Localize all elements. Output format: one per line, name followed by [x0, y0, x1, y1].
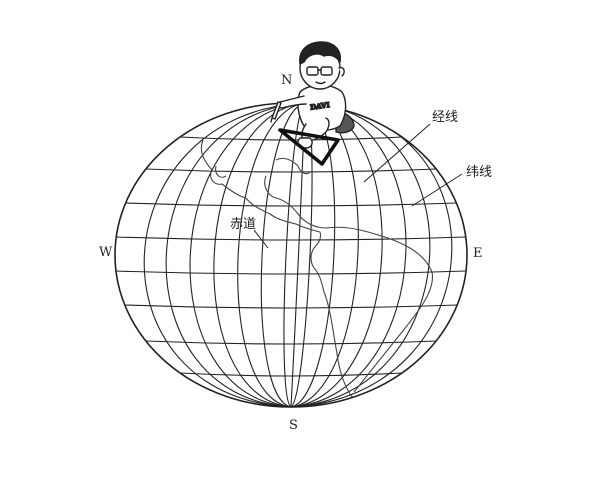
parallel-line: [145, 340, 437, 345]
globe-grid: [115, 103, 467, 407]
parallel-line: [145, 168, 437, 173]
meridian-line: [290, 103, 431, 407]
boy-hair: [299, 41, 341, 65]
east-label: E: [473, 246, 483, 261]
parallel-line: [116, 236, 466, 241]
shirt-text: DAVI: [310, 100, 331, 112]
meridian-line: [290, 103, 407, 407]
north-america-outline: [200, 139, 373, 407]
south-label: S: [289, 418, 298, 433]
boy-ear: [338, 66, 345, 77]
meridian-line: [290, 103, 453, 407]
parallel-line: [124, 304, 458, 309]
pencil-tip: [270, 117, 273, 123]
equator-leader-line: [253, 229, 269, 249]
meridian-line: [189, 103, 306, 407]
meridian-line: [213, 103, 306, 407]
parallel-line: [115, 270, 467, 275]
meridian-line: [143, 103, 306, 407]
boy-mouth: [315, 81, 326, 85]
continent-outlines: [200, 139, 434, 407]
north-label: N: [281, 73, 292, 88]
meridian-leader-line: [363, 123, 431, 183]
meridian-line: [260, 103, 306, 407]
meridian-line: [165, 103, 306, 407]
west-label: W: [99, 245, 113, 260]
equator-label: 赤道: [230, 217, 256, 232]
triangle-ruler-icon: [278, 128, 340, 166]
parallel-label: 纬线: [466, 165, 492, 180]
meridian-line: [283, 103, 306, 407]
meridian-line: [290, 103, 336, 407]
meridian-line: [237, 103, 306, 407]
glasses-right-lens: [320, 66, 333, 76]
coast-detail: [275, 157, 311, 175]
pencil-icon: [271, 101, 282, 120]
meridian-label: 经线: [432, 110, 458, 125]
boy-figure: DAVI: [270, 41, 355, 166]
central-america-outline: [264, 175, 434, 393]
parallel-leader-line: [411, 173, 463, 207]
coast-detail-2: [215, 165, 227, 178]
glasses-left-lens: [306, 66, 319, 76]
